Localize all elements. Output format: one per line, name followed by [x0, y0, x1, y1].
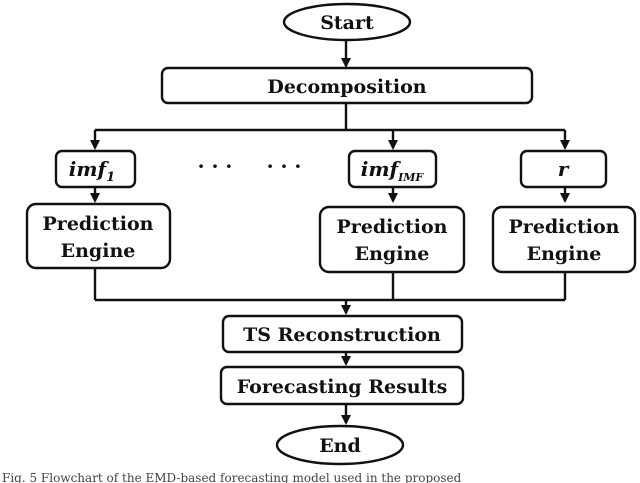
start-label: Start: [320, 12, 374, 34]
imf1-subscript: 1: [106, 170, 115, 185]
ts-reconstruction-node: TS Reconstruction: [221, 314, 464, 354]
forecasting-results-node: Forecasting Results: [219, 365, 465, 406]
end-node: End: [275, 424, 405, 466]
prediction-engine-imf-line2: Engine: [355, 243, 430, 265]
imf1-base: imf: [69, 157, 110, 181]
prediction-engine-imf: Prediction Engine: [318, 205, 466, 274]
prediction-engine-1-line1: Prediction: [43, 213, 154, 235]
imfN-subscript: IMF: [397, 171, 424, 184]
prediction-engine-1-line2: Engine: [61, 240, 136, 262]
figure-caption: Fig. 5 Flowchart of the EMD-based foreca…: [2, 471, 462, 483]
prediction-engine-r-line2: Engine: [527, 243, 602, 265]
forecasting-results-label: Forecasting Results: [237, 376, 448, 398]
residual-label: r: [558, 157, 570, 181]
imfN-base: imf: [361, 157, 402, 181]
imfN-node: imfIMF: [347, 149, 438, 189]
residual-node: r: [519, 149, 608, 189]
end-label: End: [319, 435, 361, 457]
ellipsis-right: · · ·: [267, 154, 302, 178]
prediction-engine-1: Prediction Engine: [25, 202, 172, 270]
connectors: [90, 40, 570, 425]
ts-reconstruction-label: TS Reconstruction: [243, 324, 441, 346]
prediction-engine-imf-line1: Prediction: [337, 216, 448, 238]
imfN-label: imfIMF: [361, 157, 425, 184]
decomposition-label: Decomposition: [267, 76, 426, 98]
start-node: Start: [282, 2, 412, 42]
imf1-label: imf1: [69, 157, 115, 185]
prediction-engine-r-line1: Prediction: [509, 216, 620, 238]
prediction-engine-r: Prediction Engine: [491, 205, 637, 274]
imf1-node: imf1: [54, 149, 137, 189]
ellipsis-left: · · ·: [198, 154, 233, 178]
decomposition-node: Decomposition: [160, 66, 534, 105]
